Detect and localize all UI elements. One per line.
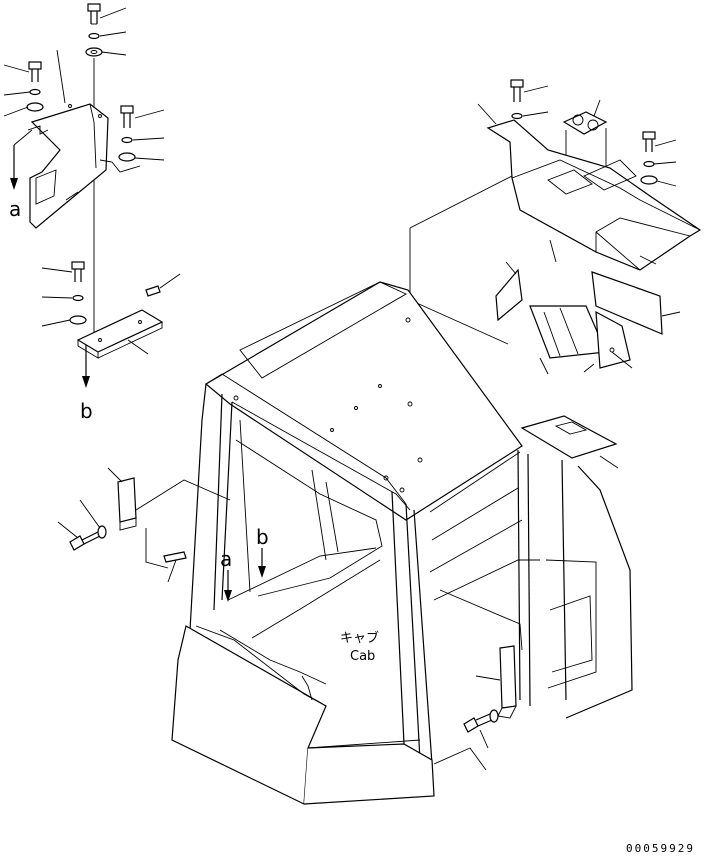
washer-icon [26,102,44,112]
bolt-icon [28,61,42,82]
lower-bolt-stack [41,261,87,327]
washer-icon [29,88,41,96]
cab-label-en: Cab [350,649,375,664]
cab-ref-label-a: a [220,547,232,571]
left-bolt-stack [3,49,66,117]
cab-ref-label-b: b [256,525,269,549]
bolt-icon [510,79,524,102]
floor-bracket-plate [76,273,181,359]
bolt-icon [642,131,656,152]
right-strap-assembly [463,645,517,749]
fan-unit [562,99,608,170]
instrument-box [486,119,702,271]
cab-arrow-a: a [220,547,232,602]
bolt-icon [463,713,493,733]
washer-icon [511,112,523,120]
right-small-bolt-stack [640,131,677,187]
cab-body [171,281,633,805]
washer-icon [69,315,87,325]
top-bolt-stack [85,3,127,340]
bolt-icon [120,105,134,128]
ref-label-a: a [9,197,21,221]
door-strap-assembly [57,467,231,583]
roof-mat [520,415,619,469]
reference-arrow-b: b [80,345,93,423]
reference-arrow-a: a [9,129,33,221]
cab-arrow-b: b [256,525,269,578]
bolt-icon [87,3,101,25]
mid-bolt-stack [118,105,165,162]
washer-icon [489,709,499,723]
washer-icon [85,47,103,57]
bolt-icon [69,531,101,551]
washer-icon [118,152,136,162]
upper-right-bolt-stack [477,79,549,125]
washer-icon [640,175,658,185]
washer-icon [121,136,133,144]
washer-icon [643,160,655,168]
washer-icon [97,525,107,539]
bolt-icon [71,261,85,282]
ref-label-b: b [80,399,93,423]
pad-pieces [495,261,681,375]
washer-icon [72,294,84,302]
side-cover-plate [27,103,141,229]
figure-number: 00059929 [626,842,695,855]
cab-label-jp: キャブ [340,630,379,646]
washer-icon [88,32,100,40]
